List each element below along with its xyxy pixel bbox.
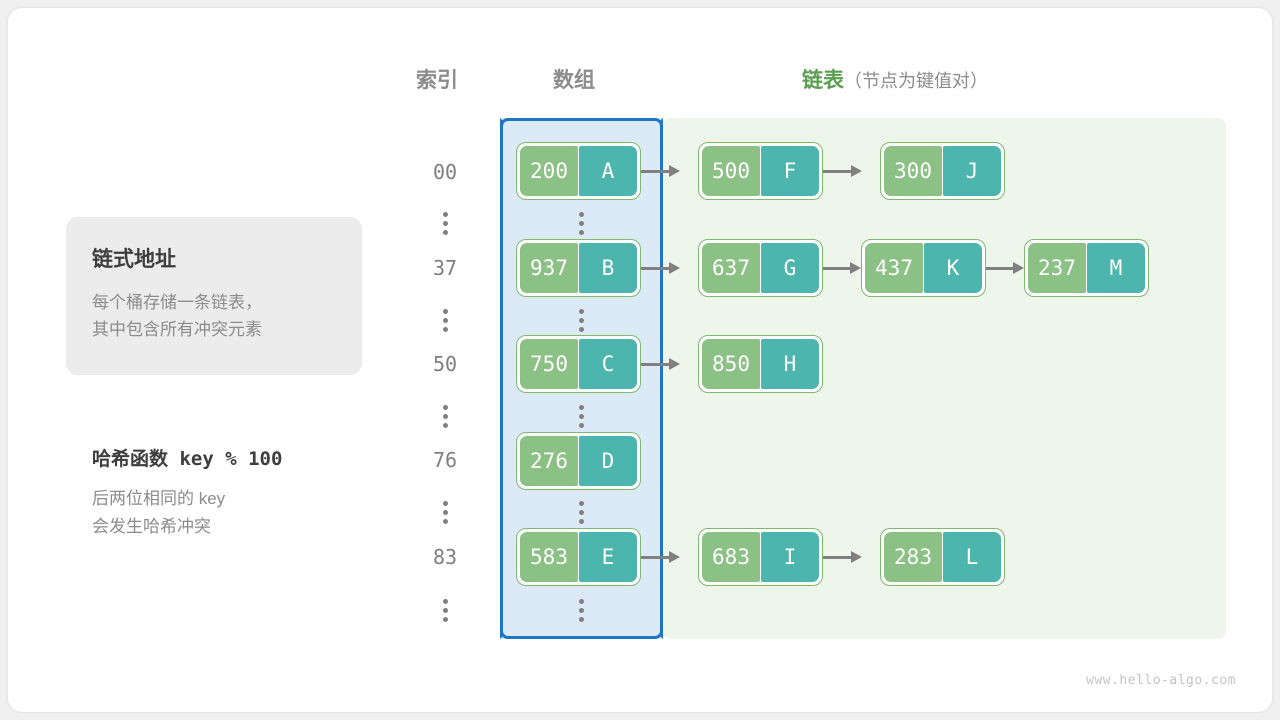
array-node-83[interactable]: 583 E xyxy=(516,528,641,586)
info-box-body-line2: 其中包含所有冲突元素 xyxy=(92,320,262,339)
array-ellipsis-1 xyxy=(571,208,591,239)
node-value: I xyxy=(761,532,819,582)
hash-function-note: 哈希函数 key % 100 后两位相同的 key 会发生哈希冲突 xyxy=(92,444,392,541)
array-node-00[interactable]: 200 A xyxy=(516,142,641,200)
watermark: www.hello-algo.com xyxy=(1086,673,1236,688)
index-ellipsis-5 xyxy=(435,595,455,626)
node-value: J xyxy=(943,146,1001,196)
header-linked-list-main: 链表 xyxy=(802,69,844,92)
node-key: 500 xyxy=(702,146,760,196)
node-value: B xyxy=(579,243,637,293)
node-value: G xyxy=(761,243,819,293)
hash-function-body-line1: 后两位相同的 key xyxy=(92,489,226,508)
bucket-row-76: 276 D xyxy=(516,432,641,490)
chain-node-00-1[interactable]: 500 F xyxy=(698,142,823,200)
info-box-chaining: 链式地址 每个桶存储一条链表， 其中包含所有冲突元素 xyxy=(66,217,362,375)
info-box-body-line1: 每个桶存储一条链表， xyxy=(92,293,262,312)
array-node-76[interactable]: 276 D xyxy=(516,432,641,490)
info-box-body: 每个桶存储一条链表， 其中包含所有冲突元素 xyxy=(92,289,362,343)
node-key: 437 xyxy=(865,243,923,293)
node-key: 237 xyxy=(1028,243,1086,293)
chain-arrow-icon xyxy=(641,262,698,274)
node-value: H xyxy=(761,339,819,389)
chain-arrow-icon xyxy=(986,262,1024,274)
index-label-83: 83 xyxy=(432,545,458,569)
node-value: K xyxy=(924,243,982,293)
hash-function-title: 哈希函数 key % 100 xyxy=(92,448,283,470)
node-value: M xyxy=(1087,243,1145,293)
node-key: 850 xyxy=(702,339,760,389)
array-ellipsis-3 xyxy=(571,401,591,432)
header-index: 索引 xyxy=(416,69,458,92)
index-ellipsis-1 xyxy=(435,208,455,239)
array-ellipsis-5 xyxy=(571,595,591,626)
node-value: D xyxy=(579,436,637,486)
index-ellipsis-4 xyxy=(435,497,455,528)
array-node-50[interactable]: 750 C xyxy=(516,335,641,393)
node-value: L xyxy=(943,532,1001,582)
chain-node-50-1[interactable]: 850 H xyxy=(698,335,823,393)
header-linked-list: 链表（节点为键值对） xyxy=(802,64,988,94)
chain-node-37-3[interactable]: 237 M xyxy=(1024,239,1149,297)
node-key: 200 xyxy=(520,146,578,196)
node-key: 637 xyxy=(702,243,760,293)
index-label-00: 00 xyxy=(432,160,458,184)
index-ellipsis-3 xyxy=(435,401,455,432)
header-linked-list-sub: （节点为键值对） xyxy=(844,71,988,91)
diagram-card: 索引 数组 链表（节点为键值对） 00 37 50 76 83 200 A 50… xyxy=(8,8,1272,712)
chain-arrow-icon xyxy=(641,551,698,563)
node-value: C xyxy=(579,339,637,389)
hash-function-body-line2: 会发生哈希冲突 xyxy=(92,517,211,536)
node-key: 276 xyxy=(520,436,578,486)
chain-node-37-1[interactable]: 637 G xyxy=(698,239,823,297)
chain-arrow-icon xyxy=(823,262,861,274)
node-value: E xyxy=(579,532,637,582)
index-label-50: 50 xyxy=(432,352,458,376)
hash-function-body: 后两位相同的 key 会发生哈希冲突 xyxy=(92,485,392,541)
bucket-row-00: 200 A 500 F 300 J xyxy=(516,142,1005,200)
node-key: 937 xyxy=(520,243,578,293)
chain-node-83-2[interactable]: 283 L xyxy=(880,528,1005,586)
info-box-title: 链式地址 xyxy=(92,248,176,271)
chain-node-00-2[interactable]: 300 J xyxy=(880,142,1005,200)
node-key: 683 xyxy=(702,532,760,582)
index-ellipsis-2 xyxy=(435,305,455,336)
array-ellipsis-2 xyxy=(571,305,591,336)
chain-arrow-icon xyxy=(641,165,698,177)
node-value: A xyxy=(579,146,637,196)
chain-arrow-icon xyxy=(823,551,880,563)
header-array: 数组 xyxy=(553,69,595,92)
chain-node-83-1[interactable]: 683 I xyxy=(698,528,823,586)
index-label-37: 37 xyxy=(432,256,458,280)
chain-node-37-2[interactable]: 437 K xyxy=(861,239,986,297)
node-key: 283 xyxy=(884,532,942,582)
array-node-37[interactable]: 937 B xyxy=(516,239,641,297)
bucket-row-83: 583 E 683 I 283 L xyxy=(516,528,1005,586)
bucket-row-37: 937 B 637 G 437 K 237 M xyxy=(516,239,1149,297)
index-label-76: 76 xyxy=(432,448,458,472)
array-ellipsis-4 xyxy=(571,497,591,528)
node-key: 750 xyxy=(520,339,578,389)
node-value: F xyxy=(761,146,819,196)
chain-arrow-icon xyxy=(823,165,880,177)
chain-arrow-icon xyxy=(641,358,698,370)
node-key: 583 xyxy=(520,532,578,582)
bucket-row-50: 750 C 850 H xyxy=(516,335,823,393)
node-key: 300 xyxy=(884,146,942,196)
